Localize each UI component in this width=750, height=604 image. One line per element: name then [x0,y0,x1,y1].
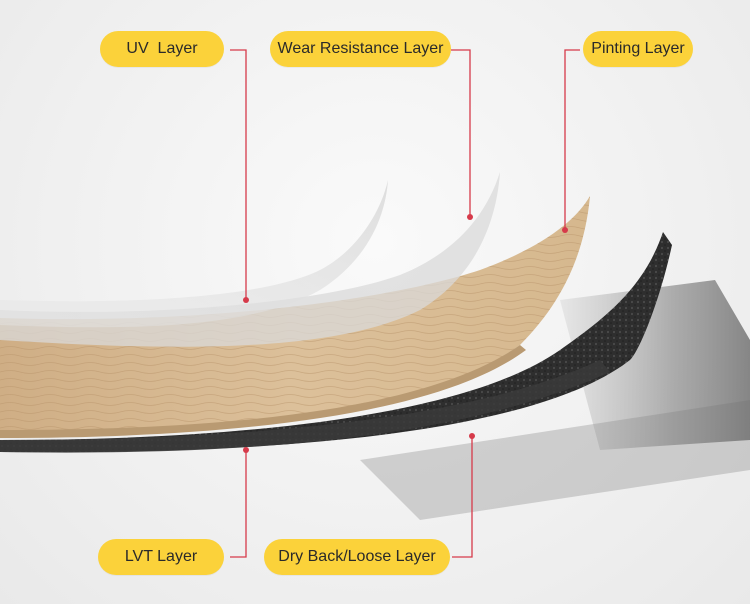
wear-resistance-layer-label: Wear Resistance Layer [270,31,451,67]
lvt-layer-label: LVT Layer [98,539,224,575]
uv-dot [243,297,249,303]
backing-edge [0,360,610,453]
dryback-leader [452,436,473,558]
printing-leader [564,49,580,230]
wear-layer [0,172,500,347]
lvt-leader [230,450,247,558]
dry-back-loose-layer-label: Dry Back/Loose Layer [264,539,450,575]
printing-layer-label: Pinting Layer [583,31,693,67]
wear-dot [467,214,473,220]
leader-lines [230,49,580,558]
uv-layer [0,180,388,328]
leader-dots [243,214,568,453]
dryback-dot [469,433,475,439]
uv-layer-label: UV Layer [100,31,224,67]
uv-leader [230,49,247,300]
wood-edge [0,345,526,438]
wear-leader [451,49,471,217]
printing-dot [562,227,568,233]
lvt-dot [243,447,249,453]
